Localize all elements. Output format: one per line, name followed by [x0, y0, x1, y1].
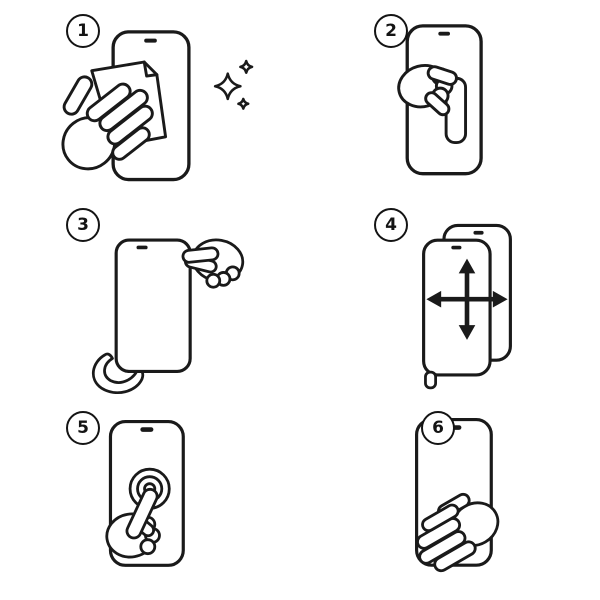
wiping-hand-icon: [61, 75, 154, 171]
step-2-panel: 2: [300, 0, 600, 200]
sparkles-icon: [213, 59, 254, 110]
step-6-panel: 6: [300, 400, 600, 600]
step-4-panel: 4: [300, 200, 600, 400]
step-number-badge: 3: [66, 208, 100, 242]
step-number: 2: [385, 21, 397, 41]
step-number-badge: 2: [374, 14, 408, 48]
position-protector-illustration: [92, 238, 245, 394]
smooth-out-illustration: [415, 418, 500, 573]
pull-tab-icon: [424, 370, 437, 390]
step-number: 3: [77, 215, 89, 235]
step-number: 5: [77, 418, 89, 438]
step-3-panel: 3: [0, 200, 300, 400]
clean-screen-illustration: [61, 30, 254, 182]
step-number-badge: 4: [374, 208, 408, 242]
smoothing-hand-icon: [416, 492, 500, 573]
step-number: 6: [432, 418, 444, 438]
step-number-badge: 6: [421, 411, 455, 445]
protector-sheet-icon: [422, 238, 492, 390]
adjust-alignment-illustration: [422, 223, 512, 390]
step-1-panel: 1: [0, 0, 300, 200]
pinch-hand-icon: [181, 238, 245, 289]
step-5-panel: 5: [0, 400, 300, 600]
pointing-finger-icon: [105, 487, 161, 559]
press-center-illustration: [105, 420, 185, 567]
step-number-badge: 5: [66, 411, 100, 445]
step-number: 4: [385, 215, 397, 235]
direction-arrows-icon: [426, 258, 508, 340]
step-number: 1: [77, 21, 89, 41]
peel-backing-illustration: [397, 24, 483, 176]
protector-sheet-icon: [114, 238, 192, 373]
pinch-hand-icon: [397, 64, 458, 117]
step-number-badge: 1: [66, 14, 100, 48]
